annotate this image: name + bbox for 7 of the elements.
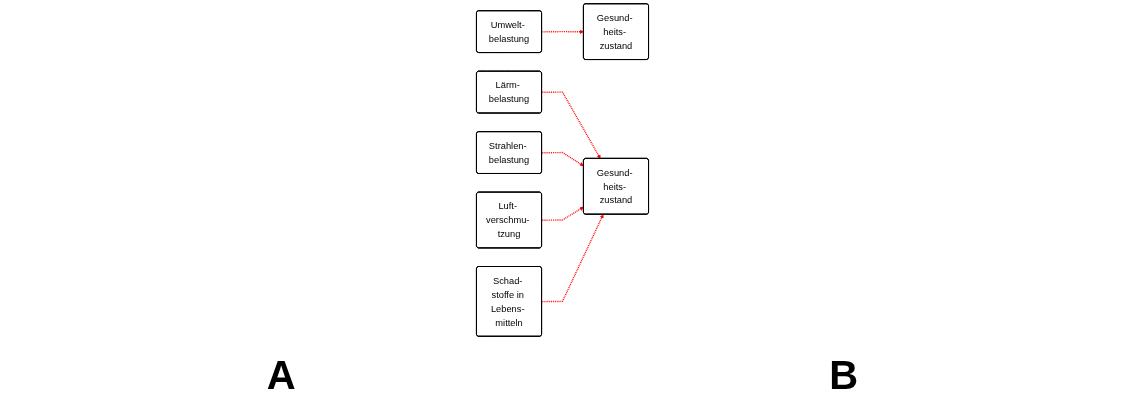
panel-letter: A [266, 352, 296, 398]
arrow [541, 29, 584, 34]
panel-letter: B [829, 352, 859, 398]
arrow [541, 206, 584, 221]
arrow [541, 214, 604, 303]
arrow [541, 91, 601, 159]
arrow [541, 151, 584, 167]
